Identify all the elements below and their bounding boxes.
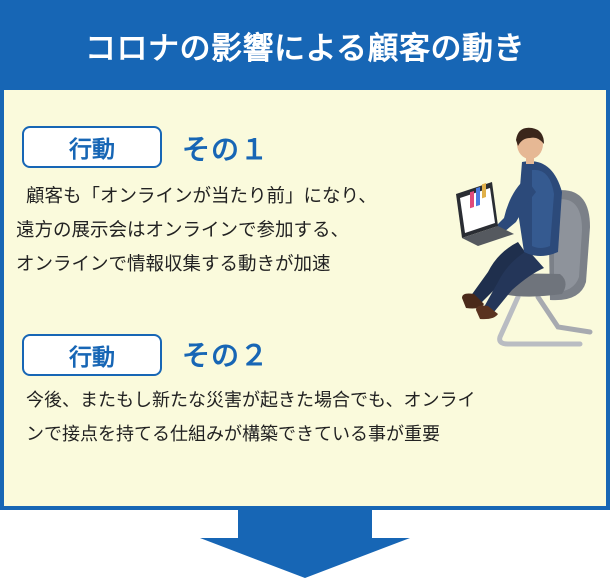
section-2-line-2: ンで接点を持てる仕組みが構築できている事が重要: [26, 424, 440, 445]
section-2-line-1: 今後、またもし新たな災害が起きた場合でも、オンライ: [26, 390, 476, 411]
section-1-text: 顧客も「オンラインが当たり前」になり、 遠方の展示会はオンラインで参加する、 オ…: [16, 180, 377, 282]
page-title: コロナの影響による顧客の動き: [0, 0, 610, 90]
section-2-text: 今後、またもし新たな災害が起きた場合でも、オンライ ンで接点を持てる仕組みが構築…: [26, 384, 475, 452]
arrow-down-icon: [200, 510, 410, 578]
step-title-1: その１: [182, 133, 270, 166]
section-1-line-3: オンラインで情報収集する動きが加速: [16, 254, 331, 275]
person-at-laptop-icon: [456, 127, 593, 347]
action-badge-2-label: 行動: [69, 345, 115, 371]
page-title-text: コロナの影響による顧客の動き: [84, 30, 526, 67]
action-badge-1: 行動: [22, 126, 162, 168]
section-1-line-2: 遠方の展示会はオンラインで参加する、: [16, 220, 350, 241]
action-badge-2: 行動: [22, 334, 162, 376]
action-badge-1-label: 行動: [69, 137, 115, 163]
step-title-2: その２: [182, 339, 270, 372]
section-1-line-1: 顧客も「オンラインが当たり前」になり、: [26, 186, 377, 207]
